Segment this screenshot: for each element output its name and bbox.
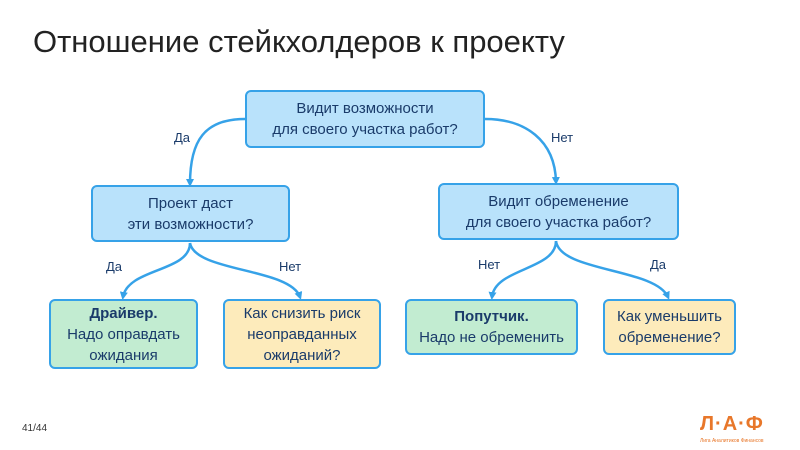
- edge-left-risk: [188, 242, 303, 300]
- leaf-burden-line-1: Как уменьшить: [617, 308, 722, 325]
- logo-subtitle: Лига Аналитиков Финансов: [700, 438, 764, 444]
- leaf-fellow-node: Попутчик. Надо не обременить: [405, 299, 578, 355]
- leaf-driver-title: Драйвер.: [89, 304, 158, 322]
- root-line-1: Видит возможности: [296, 100, 434, 117]
- leaf-reduce-burden-node: Как уменьшить обременение?: [603, 299, 736, 355]
- leaf-risk-line-2: неоправданных: [247, 325, 357, 343]
- leaf-driver-line-2: Надо оправдать: [67, 325, 180, 343]
- edge-label-right-yes: Да: [650, 257, 667, 272]
- edge-label-root-no: Нет: [551, 130, 574, 145]
- edge-label-left-yes: Да: [106, 259, 123, 274]
- slide-title: Отношение стейкхолдеров к проекту: [33, 24, 565, 59]
- root-question-node: Видит возможности для своего участка раб…: [245, 90, 485, 148]
- leaf-fellow-line-2: Надо не обременить: [419, 329, 564, 346]
- page-number: 41/44: [22, 423, 48, 434]
- edge-right-fellow: [488, 240, 558, 300]
- right-line-1: Видит обременение: [488, 192, 629, 210]
- leaf-fellow-title: Попутчик.: [454, 308, 529, 325]
- left-question-node: Проект даст эти возможности?: [91, 185, 290, 242]
- leaf-risk-line-1: Как снизить риск: [243, 304, 361, 322]
- leaf-burden-line-2: обременение?: [618, 329, 721, 346]
- laf-logo: Л·А·Ф Лига Аналитиков Финансов: [700, 414, 784, 446]
- edge-root-left: [186, 117, 246, 187]
- leaf-risk-line-3: ожиданий?: [263, 346, 341, 364]
- logo-mark: Л·А·Ф: [700, 413, 764, 435]
- edge-label-right-no: Нет: [478, 257, 501, 272]
- leaf-driver-line-3: ожидания: [89, 346, 158, 364]
- edge-root-right: [484, 117, 560, 185]
- left-line-1: Проект даст: [147, 194, 234, 212]
- right-line-2: для своего участка работ?: [465, 213, 652, 231]
- edge-label-root-yes: Да: [174, 130, 191, 145]
- edge-left-driver: [119, 242, 192, 300]
- root-line-2: для своего участка работ?: [272, 121, 458, 138]
- right-question-node: Видит обременение для своего участка раб…: [438, 183, 679, 240]
- edge-right-burden: [554, 240, 670, 300]
- leaf-reduce-risk-node: Как снизить риск неоправданных ожиданий?: [223, 299, 381, 369]
- edge-label-left-no: Нет: [279, 259, 302, 274]
- leaf-driver-node: Драйвер. Надо оправдать ожидания: [49, 299, 198, 369]
- left-line-2: эти возможности?: [127, 215, 254, 233]
